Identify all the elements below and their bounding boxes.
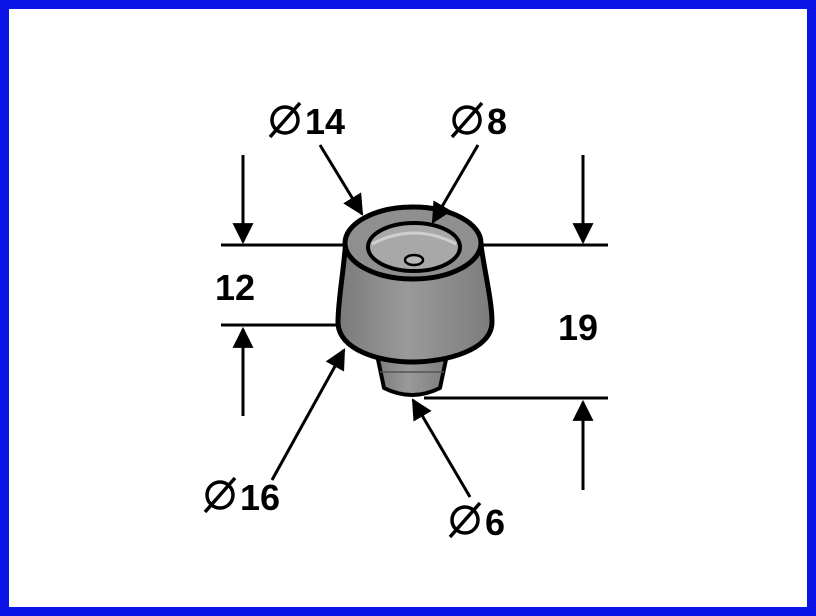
pin-diameter-value: 6 [485, 502, 505, 543]
diameter-icon [268, 101, 302, 139]
leader-pin-diameter [411, 398, 472, 498]
diameter-icon [448, 501, 482, 539]
bottom-outer-diameter-value: 16 [240, 477, 280, 518]
diameter-icon [450, 101, 484, 139]
top-inner-diameter-value: 8 [487, 101, 507, 142]
label-top-outer-diameter: 14 [268, 101, 345, 142]
diameter-icon [203, 476, 237, 514]
leader-top-outer-diameter [318, 144, 364, 216]
cap-body [335, 204, 495, 365]
label-bottom-outer-diameter: 16 [203, 476, 280, 518]
label-top-inner-diameter: 8 [450, 101, 507, 142]
label-pin-diameter: 6 [448, 501, 505, 543]
top-outer-diameter-value: 14 [305, 101, 345, 142]
leader-top-inner-diameter [431, 144, 480, 224]
leader-bottom-outer-diameter [270, 348, 346, 481]
body-height-value: 12 [215, 267, 255, 308]
total-height-value: 19 [558, 307, 598, 348]
